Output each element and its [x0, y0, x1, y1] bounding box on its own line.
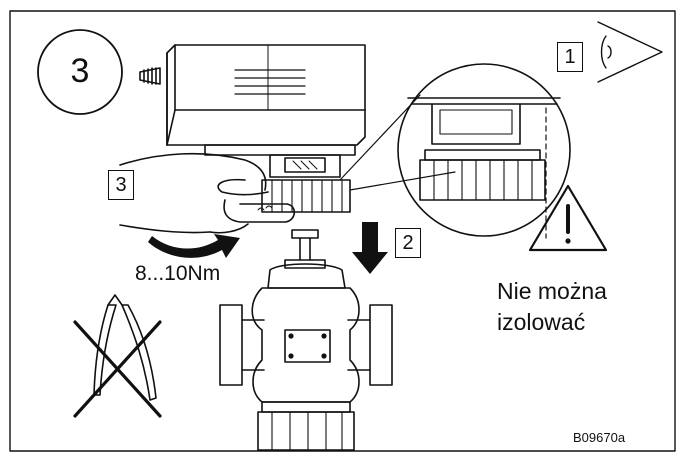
callout-turn-box: 3 [108, 170, 134, 200]
warning-text-line1: Nie można [497, 278, 607, 304]
actuator [139, 44, 366, 213]
figure-code: B09670a [573, 430, 626, 445]
detail-view [397, 63, 571, 239]
rotate-arrow-icon [148, 234, 240, 258]
hand [119, 152, 296, 234]
zoom-lines [339, 94, 456, 191]
step-number: 3 [70, 52, 90, 90]
diagram-frame [9, 10, 676, 452]
step-circle [37, 29, 123, 115]
valve [219, 229, 393, 451]
warning-text-line2: izolować [497, 309, 586, 335]
down-arrow-icon [352, 222, 388, 274]
warning-triangle-icon [528, 184, 608, 252]
eye-icon [597, 21, 663, 83]
callout-press-box: 2 [395, 228, 421, 258]
callout-view-box: 1 [557, 42, 583, 72]
torque-label: 8...10Nm [135, 262, 221, 285]
no-pliers-icon [73, 294, 162, 418]
